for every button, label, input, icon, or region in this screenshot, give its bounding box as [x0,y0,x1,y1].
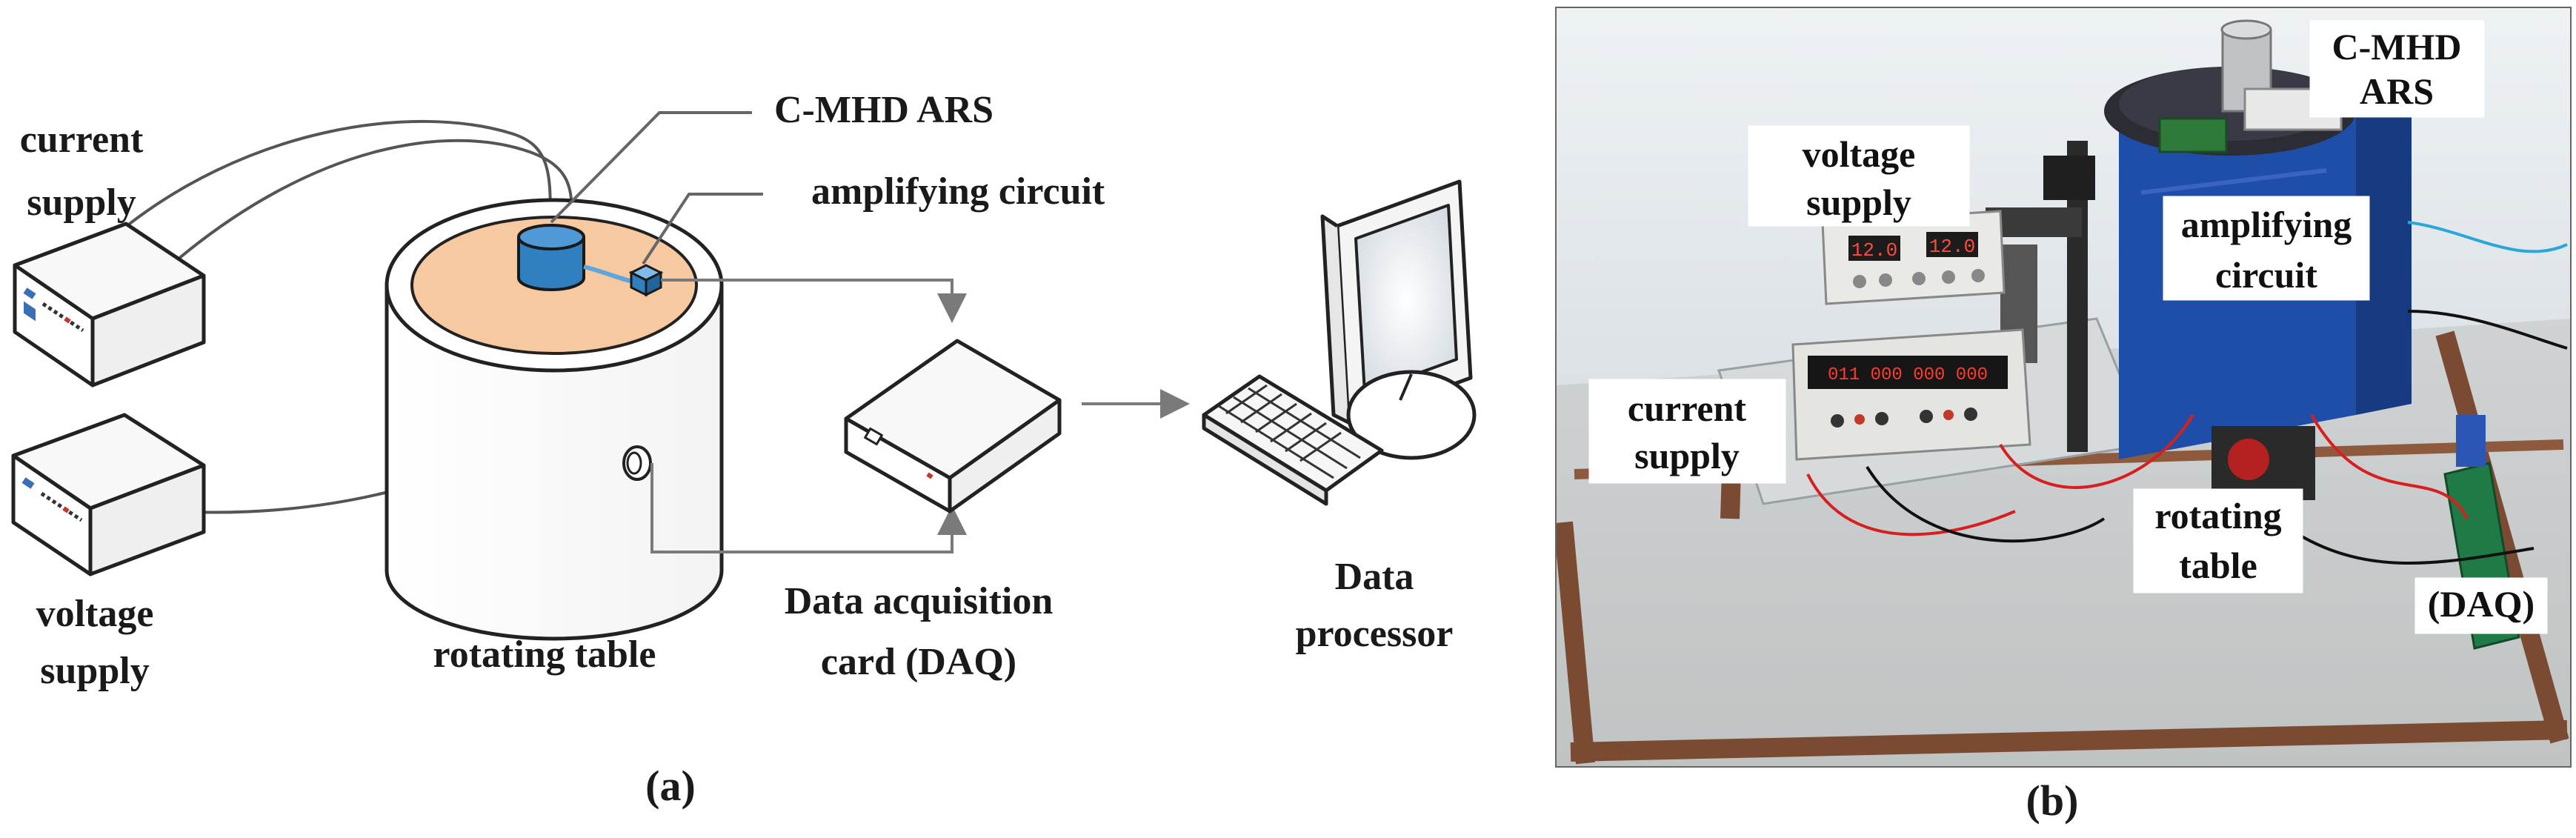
photo-stand [1986,141,2095,452]
label-current-supply-1: current [20,119,144,161]
signal-arrows [650,279,1190,553]
panel-b-photo: 12.0 12.0 011 000 000 000 [1555,7,2572,825]
label-amplifying-circuit: amplifying circuit [811,170,1105,213]
caption-a: (a) [645,762,696,810]
panel-b-labels: C-MHD ARS voltage supply amplifying circ… [1588,20,2548,634]
caption-b: (b) [2026,777,2079,825]
label-daq-2: card (DAQ) [821,641,1016,683]
current-supply-cables [110,120,573,261]
photo-voltage-supply: 12.0 12.0 [1821,210,2006,305]
panel-a-labels: current supply voltage supply C-MHD ARS … [20,89,1454,810]
photo-label-voltage-supply-2: supply [1806,182,1911,223]
photo-label-amplifying-1: amplifying [2181,204,2352,245]
computer-monitor [1320,179,1477,460]
photo-label-voltage-supply-1: voltage [1803,133,1916,175]
label-data-processor-2: processor [1296,613,1454,655]
photo-label-rotating-table-1: rotating [2154,495,2281,536]
label-voltage-supply-2: supply [40,650,149,692]
current-supply-device [13,222,206,388]
leader-lines [550,111,763,265]
current-readout: 011 000 000 000 [1828,365,1988,385]
photo-connector-panel [2211,426,2315,500]
c-mhd-ars-sensor [517,224,585,291]
label-voltage-supply-1: voltage [36,593,154,635]
daq-device [844,339,1062,513]
photo-label-current-supply-1: current [1628,388,1746,429]
amplifying-circuit-module [628,264,664,297]
voltage-readout-right: 12.0 [1929,236,1975,258]
label-current-supply-2: supply [27,182,136,224]
photo-label-current-supply-2: supply [1634,435,1740,476]
label-daq-1: Data acquisition [785,580,1054,622]
computer-keyboard [1202,374,1384,506]
label-rotating-table: rotating table [433,634,656,676]
photo-cables [1806,221,2568,565]
photo-label-rotating-table-2: table [2179,545,2257,586]
panel-a-schematic: current supply voltage supply C-MHD ARS … [11,89,1477,810]
voltage-supply-device [11,413,206,576]
label-c-mhd-ars: C-MHD ARS [774,89,994,131]
photo-label-amplifying-2: circuit [2215,254,2317,296]
label-data-processor-1: Data [1335,556,1414,598]
photo-current-supply: 011 000 000 000 [1791,328,2031,461]
photo-label-c-mhd-1: C-MHD [2332,26,2462,67]
photo-label-c-mhd-2: ARS [2360,70,2434,112]
voltage-readout-left: 12.0 [1851,239,1897,262]
photo-label-daq: (DAQ) [2428,583,2535,625]
